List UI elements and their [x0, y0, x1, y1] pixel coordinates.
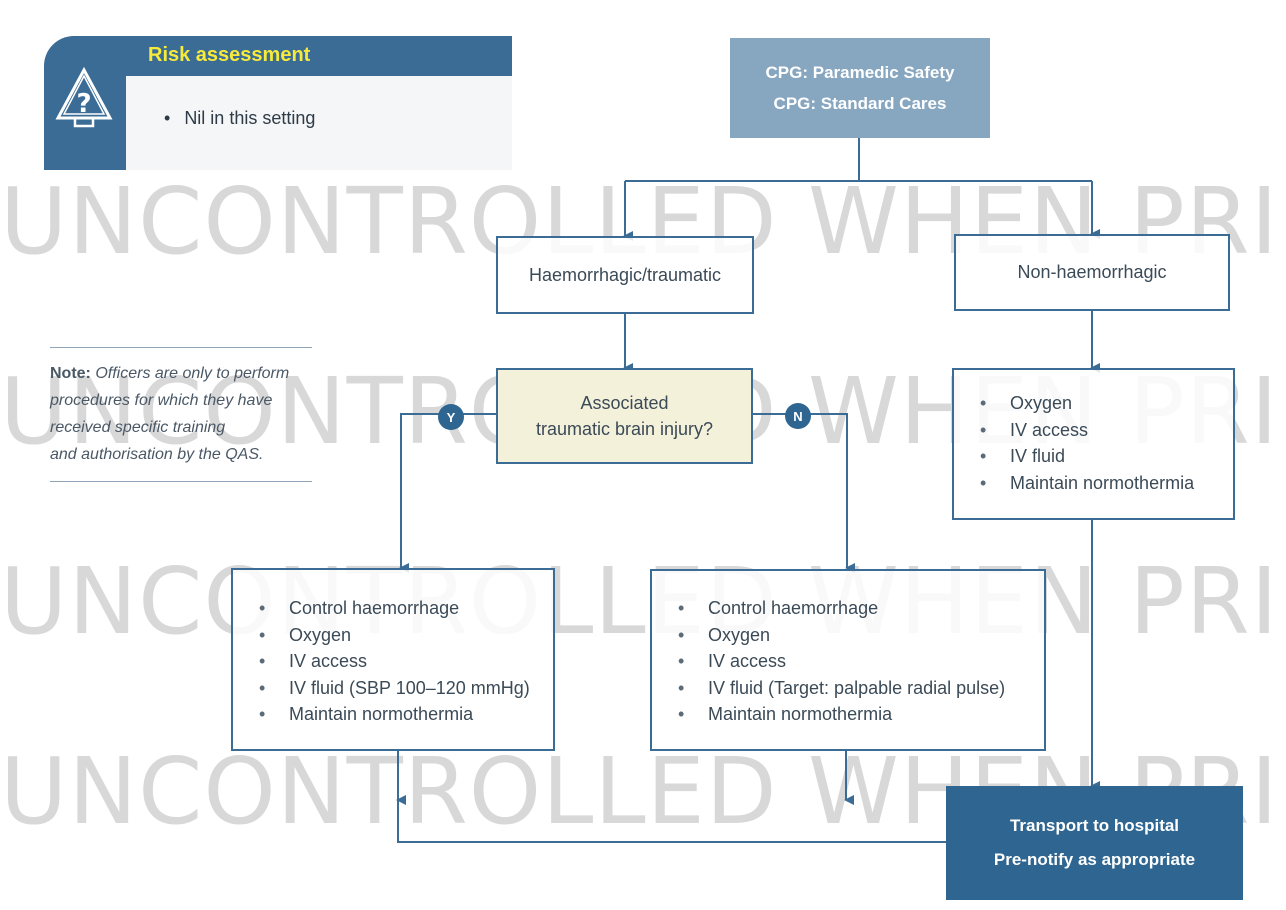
note-block: Note: Officers are only to perform proce… — [50, 347, 312, 482]
transport-box: Transport to hospital Pre-notify as appr… — [946, 786, 1243, 900]
non-haem-action-item: IV fluid — [980, 443, 1233, 470]
yes-action-item: IV access — [259, 648, 553, 675]
cpg-line-1: CPG: Paramedic Safety — [765, 63, 955, 82]
svg-text:?: ? — [76, 89, 91, 119]
risk-title: Risk assessment — [148, 44, 311, 66]
no-action-item: Oxygen — [678, 622, 1044, 649]
risk-question-triangle-icon: ? — [55, 66, 113, 128]
connector-bottom — [397, 800, 946, 843]
no-actions-box: Control haemorrhage Oxygen IV access IV … — [650, 569, 1046, 751]
no-action-item: Maintain normothermia — [678, 701, 1044, 728]
arrow-yes-branch — [399, 413, 496, 573]
non-haem-action-item: IV access — [980, 417, 1233, 444]
yes-action-item: Maintain normothermia — [259, 701, 553, 728]
transport-line-1: Transport to hospital — [1009, 816, 1180, 835]
risk-icon-panel: ? — [44, 36, 126, 170]
tbi-line-2: traumatic brain injury? — [535, 419, 714, 439]
tbi-line-1: Associated — [580, 393, 669, 413]
no-action-item: Control haemorrhage — [678, 595, 1044, 622]
no-action-item: IV fluid (Target: palpable radial pulse) — [678, 675, 1044, 702]
yes-actions-box: Control haemorrhage Oxygen IV access IV … — [231, 568, 555, 751]
non-haem-action-item: Oxygen — [980, 390, 1233, 417]
haemorrhagic-label: Haemorrhagic/traumatic — [528, 264, 722, 285]
cpg-line-2: CPG: Standard Cares — [773, 94, 947, 113]
note-line-1: Officers are only to perform — [95, 365, 290, 382]
risk-item: Nil in this setting — [164, 108, 315, 129]
arrow-no-branch — [752, 413, 855, 573]
non-haem-actions-box: Oxygen IV access IV fluid Maintain normo… — [952, 368, 1235, 520]
no-action-item: IV access — [678, 648, 1044, 675]
non-haemorrhagic-box: Non-haemorrhagic — [954, 234, 1230, 311]
yes-action-item: IV fluid (SBP 100–120 mmHg) — [259, 675, 553, 702]
yes-badge: Y — [438, 404, 464, 430]
note-line-2: procedures for which they have — [50, 392, 273, 409]
note-line-3: received specific training — [50, 419, 226, 436]
risk-header — [126, 36, 512, 76]
non-haemorrhagic-label: Non-haemorrhagic — [1017, 262, 1167, 282]
tbi-question-box: Associated traumatic brain injury? — [496, 368, 753, 464]
transport-line-2: Pre-notify as appropriate — [993, 850, 1196, 869]
yes-action-item: Oxygen — [259, 622, 553, 649]
haemorrhagic-box: Haemorrhagic/traumatic — [496, 236, 754, 314]
non-haem-action-item: Maintain normothermia — [980, 470, 1233, 497]
note-label: Note: — [50, 365, 91, 382]
no-badge: N — [785, 403, 811, 429]
yes-action-item: Control haemorrhage — [259, 595, 553, 622]
note-line-4: and authorisation by the QAS. — [50, 446, 264, 463]
cpg-box: CPG: Paramedic Safety CPG: Standard Care… — [730, 38, 990, 138]
